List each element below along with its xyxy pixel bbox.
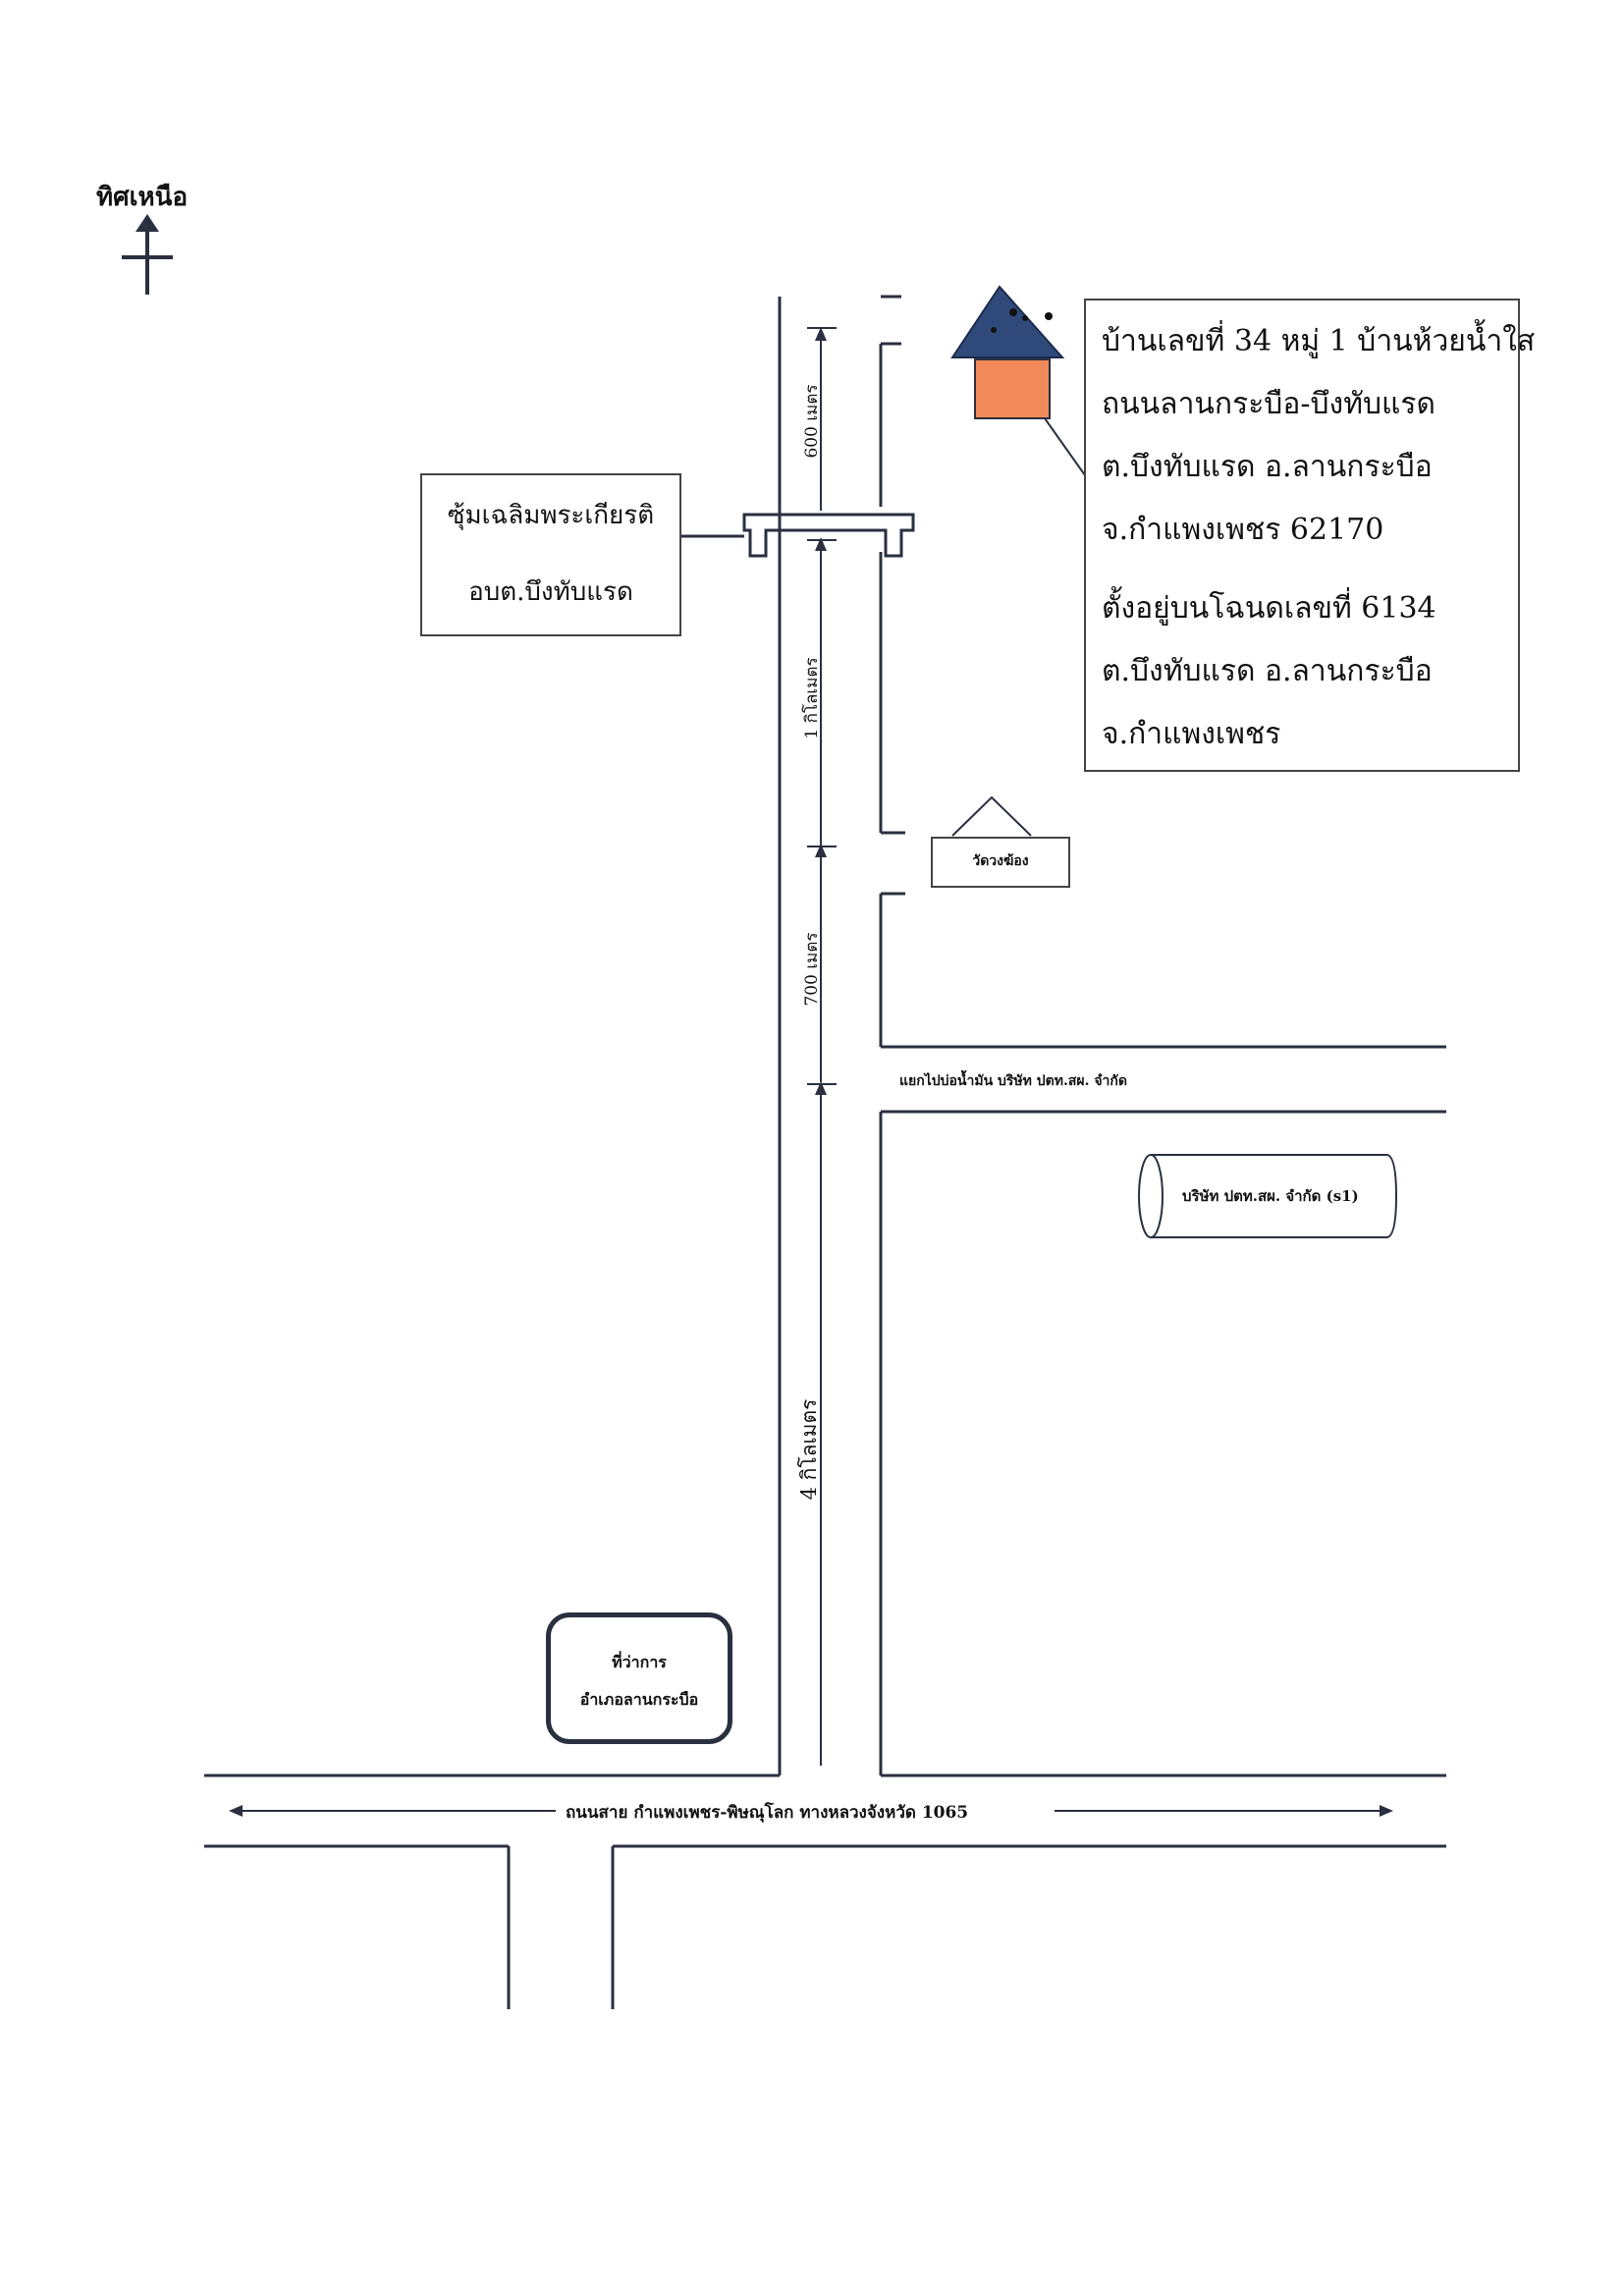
address-line-7: จ.กำแพงเพชร xyxy=(1102,717,1281,751)
distance-1km: 1 กิโลเมตร xyxy=(802,657,822,739)
company-label: บริษัท ปตท.สผ. จำกัด (s1) xyxy=(1182,1187,1359,1205)
address-line-2: ถนนลานกระบือ-บึงทับแรด xyxy=(1102,387,1435,421)
office-line-2: อบต.บึงทับแรด xyxy=(468,577,633,607)
office-box: ซุ้มเฉลิมพระเกียรติ อบต.บึงทับแรด xyxy=(420,473,681,636)
district-office-line-1: ที่ว่าการ xyxy=(612,1653,667,1671)
main-road xyxy=(778,295,1446,1775)
house-icon xyxy=(950,285,1065,419)
distance-arrows xyxy=(807,327,837,1766)
address-line-1: บ้านเลขที่ 34 หมู่ 1 บ้านห้วยน้ำใส xyxy=(1102,324,1536,358)
district-office-box: ที่ว่าการ อำเภอลานกระบือ xyxy=(546,1612,732,1744)
arch-gate xyxy=(677,513,915,558)
address-line-4: จ.กำแพงเพชร 62170 xyxy=(1102,513,1384,547)
tank-icon xyxy=(1138,1154,1398,1238)
temple-box: วัดวงฆ้อง xyxy=(931,837,1070,888)
north-arrow-icon xyxy=(122,214,173,295)
temple-label: วัดวงฆ้อง xyxy=(972,853,1029,869)
distance-4km: 4 กิโลเมตร xyxy=(797,1398,821,1501)
address-line-5: ตั้งอยู่บนโฉนดเลขที่ 6134 xyxy=(1102,591,1436,626)
north-label: ทิศเหนือ xyxy=(96,183,189,212)
highway-road xyxy=(204,1774,1446,2009)
district-office-line-2: อำเภอลานกระบือ xyxy=(579,1690,699,1709)
address-box: บ้านเลขที่ 34 หมู่ 1 บ้านห้วยน้ำใส ถนนลา… xyxy=(1084,299,1535,772)
distance-600m: 600 เมตร xyxy=(802,384,822,459)
junction-label: แยกไปบ่อน้ำมัน บริษัท ปตท.สผ. จำกัด xyxy=(899,1073,1127,1089)
address-line-6: ต.บึงทับแรด อ.ลานกระบือ xyxy=(1102,654,1433,688)
address-line-3: ต.บึงทับแรด อ.ลานกระบือ xyxy=(1102,450,1433,484)
distance-700m: 700 เมตร xyxy=(802,932,822,1007)
office-line-1: ซุ้มเฉลิมพระเกียรติ xyxy=(447,501,655,530)
temple-icon xyxy=(951,795,1032,837)
highway-label: ถนนสาย กำแพงเพชร-พิษณุโลก ทางหลวงจังหวัด… xyxy=(566,1803,969,1823)
